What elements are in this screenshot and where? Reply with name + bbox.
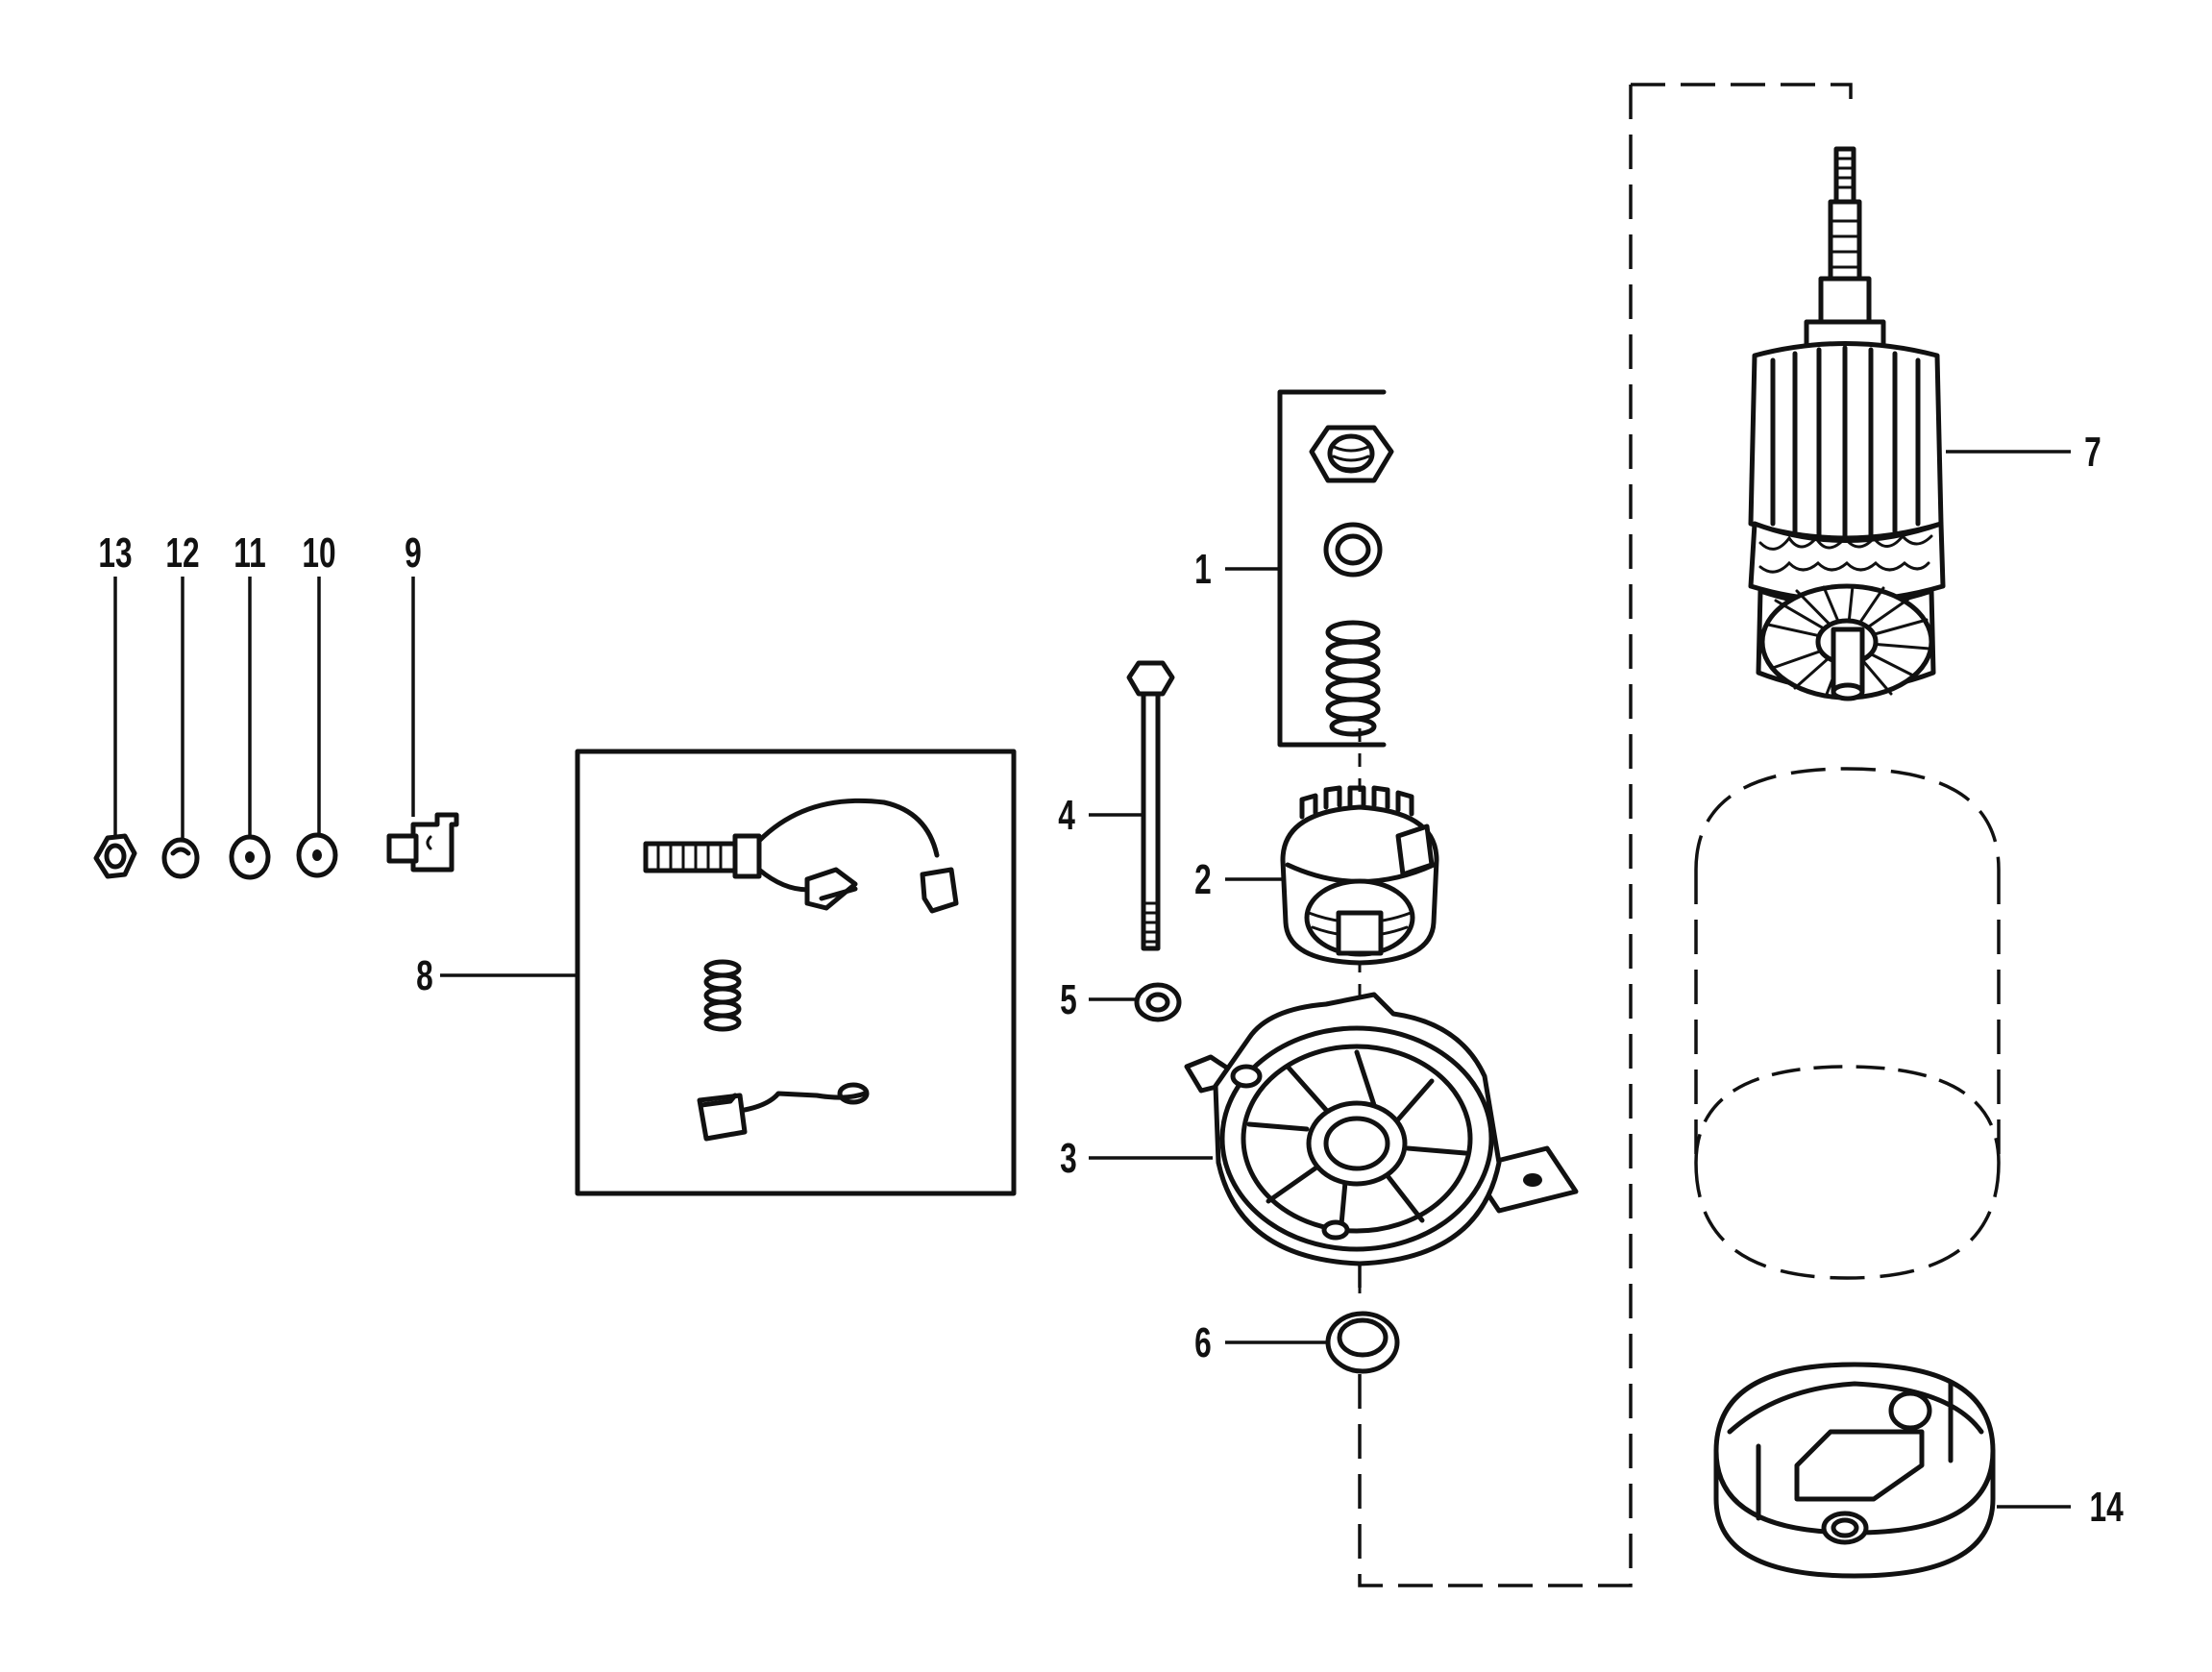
part-11-washer <box>229 834 271 880</box>
part-6-bushing <box>1325 1311 1400 1374</box>
callout-labels: 1 2 3 4 5 6 7 8 9 10 11 12 13 14 <box>98 429 2124 1531</box>
assembly-dashed-frame <box>1358 83 1853 1587</box>
callout-11: 11 <box>233 529 265 577</box>
callout-8: 8 <box>416 952 433 999</box>
part-13-hex-nut <box>93 833 137 879</box>
part-8-brush-kit <box>575 749 1017 1196</box>
part-3-drive-housing <box>1184 992 1579 1266</box>
part-14-end-cap <box>1713 1362 1996 1579</box>
callout-5: 5 <box>1060 976 1077 1023</box>
part-10-nut <box>296 832 338 878</box>
part-12-lock-washer <box>161 837 200 879</box>
callout-3: 3 <box>1060 1135 1077 1182</box>
part-2-drive-pinion <box>1280 785 1439 966</box>
callout-9: 9 <box>405 529 422 577</box>
callout-12: 12 <box>165 529 199 577</box>
callout-4: 4 <box>1058 792 1075 839</box>
callout-2: 2 <box>1194 856 1212 903</box>
callout-1: 1 <box>1194 546 1212 593</box>
callout-6: 6 <box>1194 1319 1212 1366</box>
part-1-drive-kit <box>1277 389 1394 748</box>
part-5-lock-washer <box>1134 982 1182 1022</box>
callout-leaders <box>113 450 2071 1509</box>
callout-13: 13 <box>98 529 132 577</box>
callout-14: 14 <box>2089 1484 2124 1531</box>
frame-housing-dashed <box>1694 767 2001 1280</box>
callout-7: 7 <box>2084 429 2101 476</box>
part-7-armature <box>1748 146 1946 701</box>
part-4-through-bolt <box>1126 660 1175 951</box>
callout-10: 10 <box>302 529 335 577</box>
part-9-terminal-bracket <box>386 812 459 873</box>
